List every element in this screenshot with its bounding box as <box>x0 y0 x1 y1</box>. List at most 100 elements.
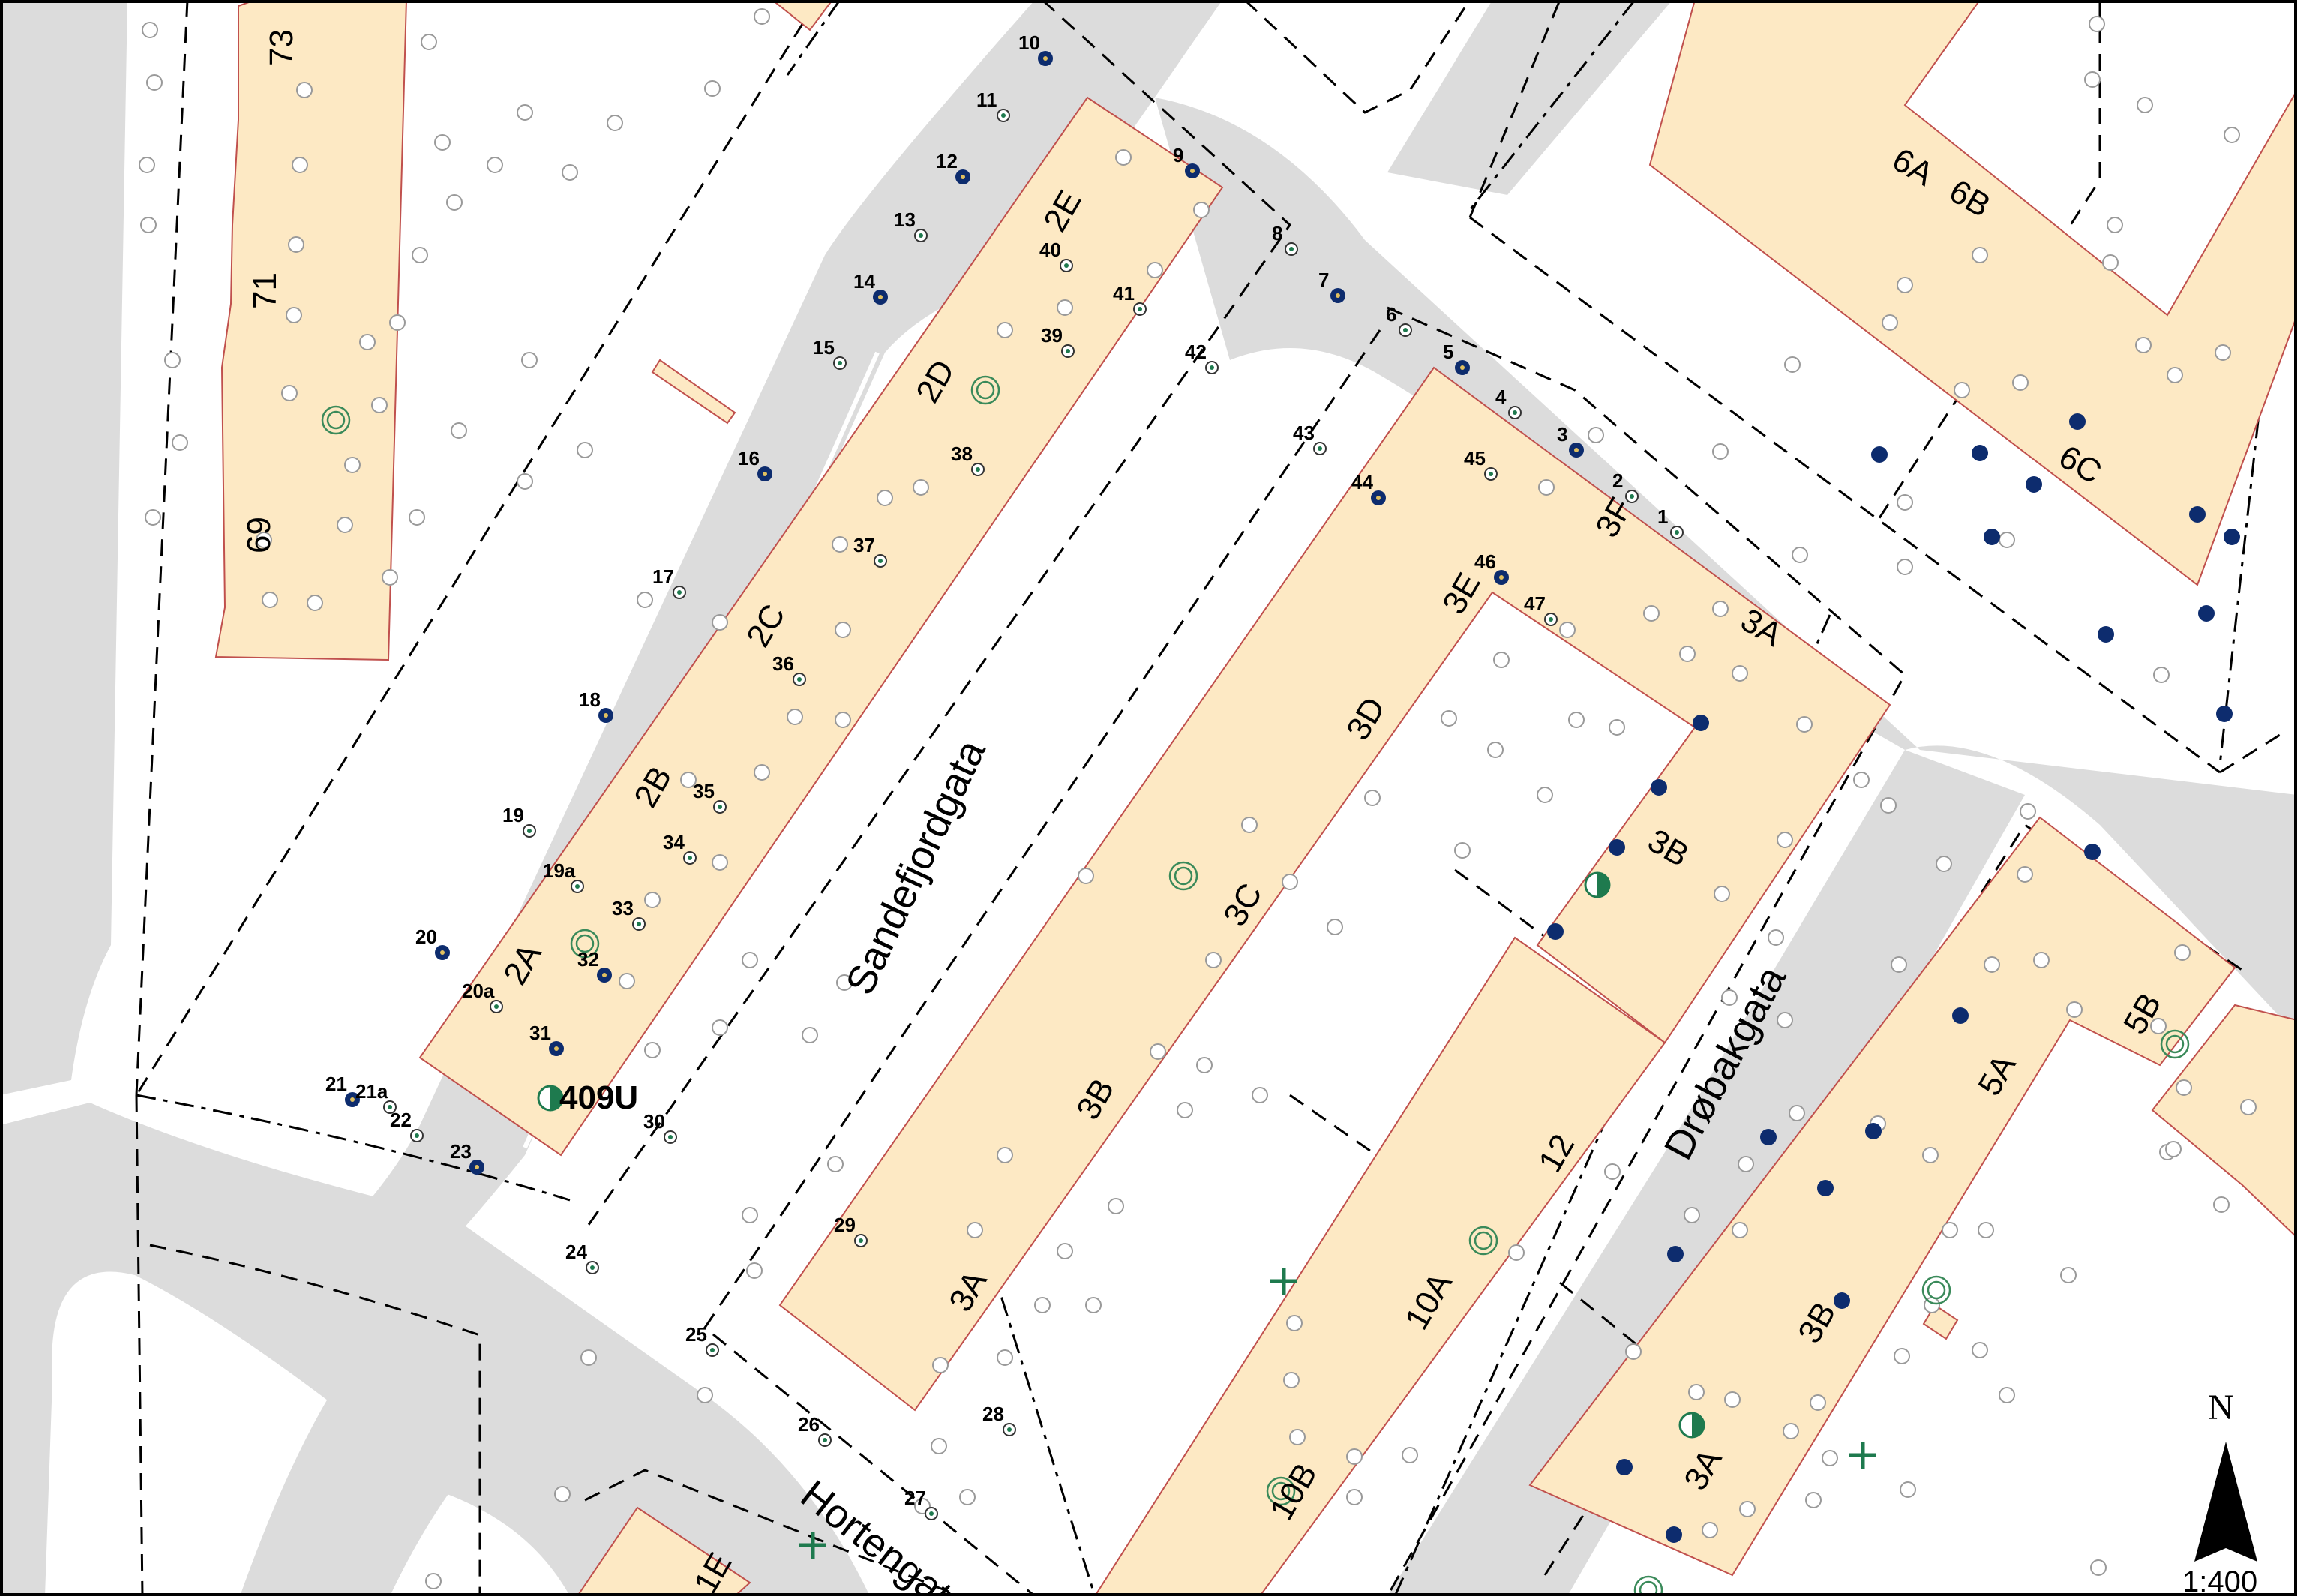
point-dot-center-icon <box>1043 56 1048 61</box>
blue-dot-icon <box>2189 506 2206 523</box>
point-marker[interactable]: 45 <box>1464 447 1498 481</box>
point-marker[interactable]: 19a <box>543 860 584 893</box>
point-ring-center-icon <box>1630 494 1634 499</box>
point-dot-center-icon <box>1190 169 1195 173</box>
half-marker-2 <box>1584 872 1611 898</box>
point-marker[interactable]: 5 <box>1443 340 1470 375</box>
point-marker[interactable]: 39 <box>1041 324 1075 358</box>
point-marker[interactable]: 43 <box>1293 422 1327 455</box>
tree-icon <box>742 1207 758 1223</box>
blue-dot-icon <box>1667 1246 1684 1262</box>
point-marker[interactable]: 11 <box>976 88 1010 122</box>
half-marker-layer <box>537 872 1705 1438</box>
blue-dot-icon <box>1952 1007 1969 1024</box>
tree-icon <box>1936 856 1952 872</box>
point-ring-center-icon <box>1403 328 1408 332</box>
building-73-71-69 <box>214 0 408 662</box>
property-line-3 <box>583 0 1291 1231</box>
tree-icon <box>1454 842 1471 859</box>
point-marker[interactable]: 33 <box>612 897 646 931</box>
tree-icon <box>409 509 425 526</box>
point-marker[interactable]: 37 <box>853 534 887 568</box>
point-marker[interactable]: 24 <box>565 1240 599 1274</box>
north-arrow: N <box>2194 1388 2257 1562</box>
point-ring-center-icon <box>637 922 641 926</box>
point-marker[interactable]: 22 <box>390 1108 424 1142</box>
tree-icon <box>1783 1423 1799 1439</box>
point-marker[interactable]: 36 <box>772 652 806 686</box>
tree-icon <box>997 1147 1013 1163</box>
point-marker[interactable]: 4 <box>1495 386 1522 419</box>
point-ring-center-icon <box>1549 617 1553 622</box>
point-marker[interactable]: 41 <box>1113 282 1147 316</box>
point-marker[interactable]: 15 <box>813 336 847 370</box>
point-marker[interactable]: 1 <box>1657 506 1684 539</box>
point-label: 28 <box>982 1402 1004 1425</box>
tree-icon <box>1177 1102 1193 1118</box>
point-marker[interactable]: 35 <box>693 780 727 814</box>
blue-dot-icon <box>1609 839 1625 856</box>
point-dot-center-icon <box>763 472 767 476</box>
point-marker[interactable]: 25 <box>685 1323 719 1357</box>
boundary-2 <box>786 0 841 76</box>
point-marker[interactable]: 20a <box>462 980 503 1013</box>
point-marker[interactable]: 42 <box>1185 340 1219 374</box>
point-marker[interactable]: 17 <box>652 566 686 599</box>
tree-icon <box>2215 344 2231 361</box>
point-marker[interactable]: 38 <box>951 442 985 476</box>
point-marker[interactable]: 21a <box>355 1080 397 1114</box>
point-marker[interactable]: 13 <box>894 208 928 242</box>
point-marker[interactable]: 20 <box>415 926 450 960</box>
point-marker[interactable]: 21 <box>325 1072 360 1107</box>
building-small-top <box>771 0 834 32</box>
point-label: 10 <box>1018 32 1040 54</box>
point-marker[interactable]: 30 <box>643 1110 677 1144</box>
point-dot-center-icon <box>440 950 445 955</box>
property-line-14 <box>149 1244 481 1596</box>
point-marker[interactable]: 18 <box>579 688 613 723</box>
point-marker[interactable]: 28 <box>982 1402 1016 1436</box>
point-label: 9 <box>1173 144 1183 166</box>
tree-icon <box>2153 667 2170 683</box>
tree-icon <box>1900 1481 1916 1498</box>
tree-icon <box>619 973 635 989</box>
point-marker[interactable]: 3 <box>1557 423 1584 458</box>
point-marker[interactable]: 23 <box>450 1140 484 1174</box>
point-marker[interactable]: 34 <box>663 831 697 865</box>
tree-icon <box>412 247 428 263</box>
scale-label: 1:400 <box>2182 1565 2257 1596</box>
point-marker[interactable]: 26 <box>798 1413 832 1447</box>
point-ring-center-icon <box>1318 446 1322 451</box>
point-label: 18 <box>579 688 601 711</box>
tree-icon <box>1882 314 1898 331</box>
point-marker[interactable]: 2 <box>1612 470 1639 503</box>
tree-icon <box>1688 1384 1705 1400</box>
north-arrow-icon <box>2194 1442 2257 1562</box>
point-ring-center-icon <box>878 559 883 563</box>
point-marker[interactable]: 29 <box>834 1214 868 1247</box>
tree-icon <box>2176 1079 2192 1096</box>
point-marker[interactable]: 32 <box>577 948 612 982</box>
point-marker[interactable]: 14 <box>853 270 888 304</box>
tree-icon <box>2137 97 2153 113</box>
building-12-10a-10b <box>1093 936 1666 1596</box>
point-marker[interactable]: 19 <box>502 804 536 838</box>
point-marker[interactable]: 6 <box>1386 303 1412 337</box>
point-marker[interactable]: 44 <box>1351 471 1386 506</box>
point-marker[interactable]: 9 <box>1173 144 1200 178</box>
point-marker[interactable]: 16 <box>738 447 772 482</box>
point-marker[interactable]: 40 <box>1039 238 1073 272</box>
point-marker[interactable]: 47 <box>1524 592 1558 626</box>
point-marker[interactable]: 27 <box>904 1486 938 1520</box>
point-marker[interactable]: 31 <box>529 1022 564 1056</box>
point-marker[interactable]: 12 <box>936 150 970 184</box>
point-label: 19a <box>543 860 576 882</box>
tree-icon <box>2224 127 2240 143</box>
tree-icon <box>913 479 929 496</box>
point-marker[interactable]: 46 <box>1474 550 1509 585</box>
point-marker[interactable]: 7 <box>1318 268 1345 303</box>
green-ring-9 <box>1633 1575 1663 1596</box>
point-marker[interactable]: 10 <box>1018 32 1053 66</box>
point-marker[interactable]: 8 <box>1272 222 1298 256</box>
